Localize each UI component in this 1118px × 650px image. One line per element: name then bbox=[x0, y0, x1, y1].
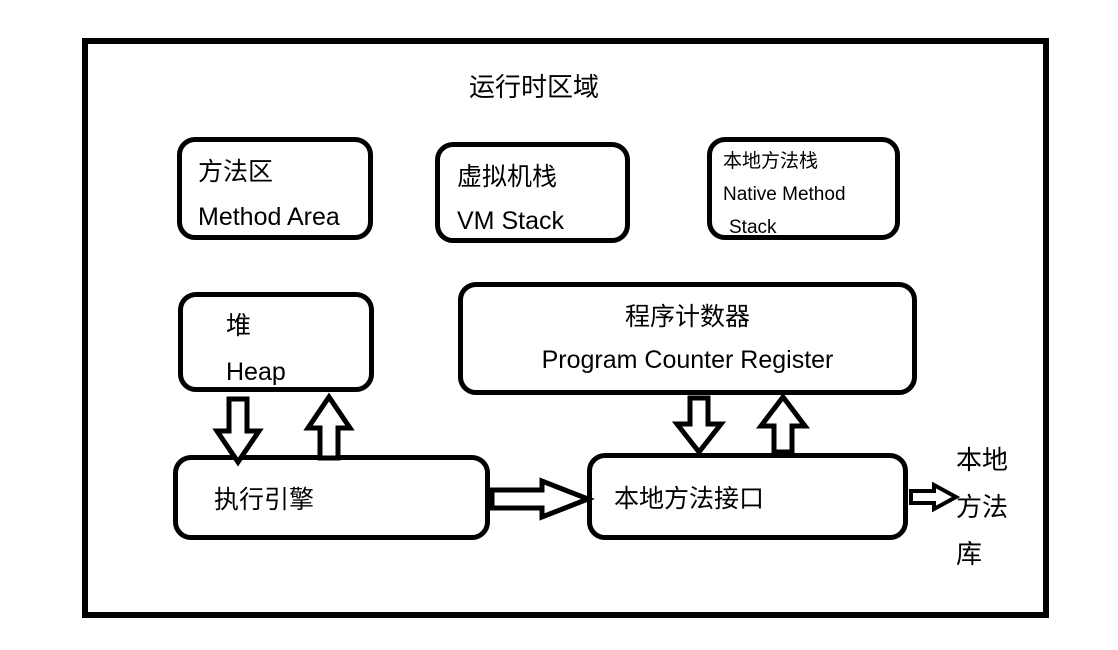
execution-engine-box: 执行引擎 bbox=[173, 455, 490, 540]
pcr-label-en: Program Counter Register bbox=[541, 346, 834, 374]
program-counter-register-box: 程序计数器 Program Counter Register bbox=[458, 282, 917, 395]
runtime-area-border bbox=[82, 38, 1049, 618]
execution-engine-label: 执行引擎 bbox=[214, 485, 315, 514]
vm-stack-box: 虚拟机栈 VM Stack bbox=[435, 142, 630, 243]
vm-stack-label-cn: 虚拟机栈 bbox=[457, 163, 558, 191]
heap-box: 堆 Heap bbox=[178, 292, 374, 392]
native-method-interface-label: 本地方法接口 bbox=[614, 484, 765, 513]
library-label-line3: 库 bbox=[956, 539, 983, 569]
heap-label-cn: 堆 bbox=[226, 312, 252, 340]
library-label-line1: 本地 bbox=[956, 445, 1009, 475]
native-method-stack-label-en2: Stack bbox=[729, 217, 777, 238]
native-method-library-label: 本地 方法 库 bbox=[956, 437, 1008, 578]
native-method-interface-box: 本地方法接口 bbox=[587, 453, 908, 540]
native-method-stack-box: 本地方法栈 Native Method Stack bbox=[707, 137, 900, 240]
method-area-label-en: Method Area bbox=[198, 203, 340, 231]
method-area-box: 方法区 Method Area bbox=[177, 137, 373, 240]
method-area-label-cn: 方法区 bbox=[198, 158, 274, 186]
library-label-line2: 方法 bbox=[956, 492, 1009, 522]
pcr-label-cn: 程序计数器 bbox=[624, 303, 750, 331]
heap-label-en: Heap bbox=[226, 358, 286, 386]
vm-stack-label-en: VM Stack bbox=[457, 207, 564, 235]
native-method-stack-label-en1: Native Method bbox=[723, 184, 846, 205]
native-method-stack-label-cn: 本地方法栈 bbox=[723, 151, 819, 172]
diagram-title: 运行时区域 bbox=[469, 72, 600, 102]
